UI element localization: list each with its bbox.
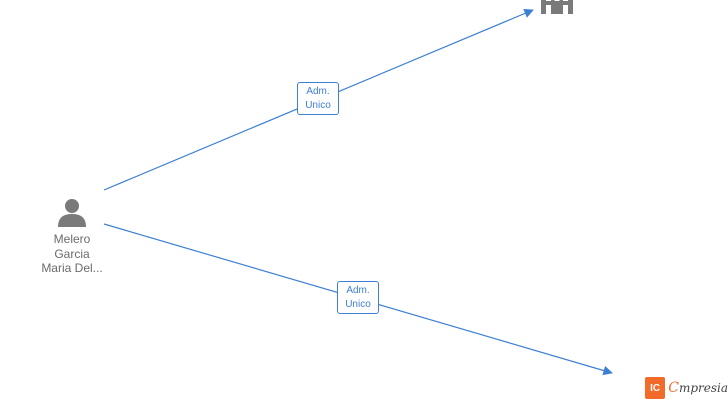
brand-name-initial: C (668, 380, 679, 396)
relation-label-line: Adm. (306, 86, 330, 97)
person-node[interactable]: Melero Garcia Maria Del... (30, 196, 114, 276)
person-icon (58, 199, 86, 227)
building-icon[interactable] (540, 0, 574, 14)
person-name: Melero Garcia Maria Del... (30, 232, 114, 276)
person-name-line: Melero (53, 232, 91, 246)
relation-label-line: Unico (345, 299, 371, 310)
relation-label-line: Adm. (346, 285, 370, 296)
relation-label-2[interactable]: Adm. Unico (337, 281, 379, 314)
brand-name-rest: mpresia (678, 381, 728, 395)
person-name-line: Maria Del... (41, 261, 103, 275)
brand-name: Cmpresia (668, 380, 728, 396)
brand-logo: IC Cmpresia (645, 376, 728, 400)
person-name-line: Garcia (54, 246, 90, 261)
empresia-logo: IC (645, 377, 666, 399)
relation-label-line: Unico (305, 100, 331, 111)
relation-label-1[interactable]: Adm. Unico (297, 82, 339, 115)
